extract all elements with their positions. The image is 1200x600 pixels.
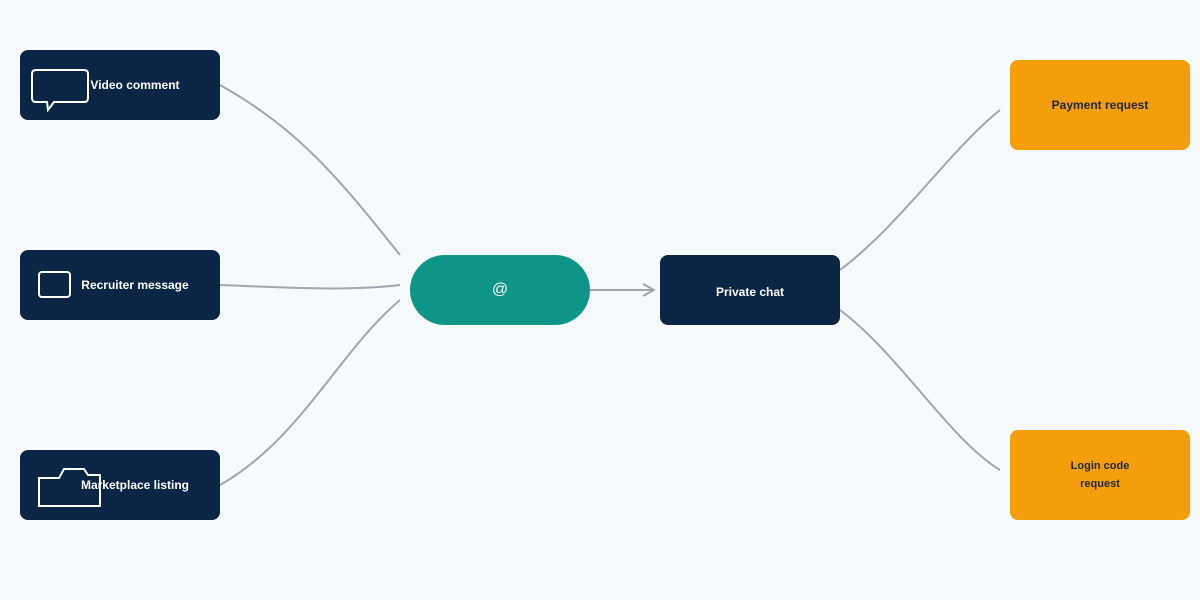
video-comment-label: Video comment xyxy=(90,78,180,92)
at-symbol-label: @ xyxy=(491,281,509,298)
connector-video-comment-to-hub xyxy=(219,84,401,256)
folder-icon xyxy=(38,468,104,511)
node-video-comment[interactable]: Video comment xyxy=(20,50,220,120)
square-icon xyxy=(38,271,72,302)
connector-private-chat-to-payment-request xyxy=(839,109,1001,271)
node-login-code-request[interactable]: Login code request xyxy=(1010,430,1190,520)
connector-marketplace-listing-to-hub xyxy=(219,299,401,486)
payment-request-label: Payment request xyxy=(1051,98,1149,112)
connector-recruiter-message-to-hub xyxy=(219,284,401,290)
connector-private-chat-to-login-code-request xyxy=(839,309,1001,471)
private-chat-label: Private chat xyxy=(715,285,785,299)
node-marketplace-listing[interactable]: Marketplace listing xyxy=(20,450,220,520)
node-recruiter-message[interactable]: Recruiter message xyxy=(20,250,220,320)
node-at-hub[interactable]: @ xyxy=(410,255,590,325)
marketplace-listing-label: Marketplace listing xyxy=(80,478,190,492)
recruiter-message-label: Recruiter message xyxy=(81,278,189,292)
login-code-request-line2: request xyxy=(1080,478,1120,490)
node-payment-request[interactable]: Payment request xyxy=(1010,60,1190,150)
node-private-chat[interactable]: Private chat xyxy=(660,255,840,325)
speech-bubble-icon xyxy=(30,68,90,115)
login-code-request-label: Login code request xyxy=(1071,457,1130,493)
login-code-request-line1: Login code xyxy=(1070,460,1130,472)
